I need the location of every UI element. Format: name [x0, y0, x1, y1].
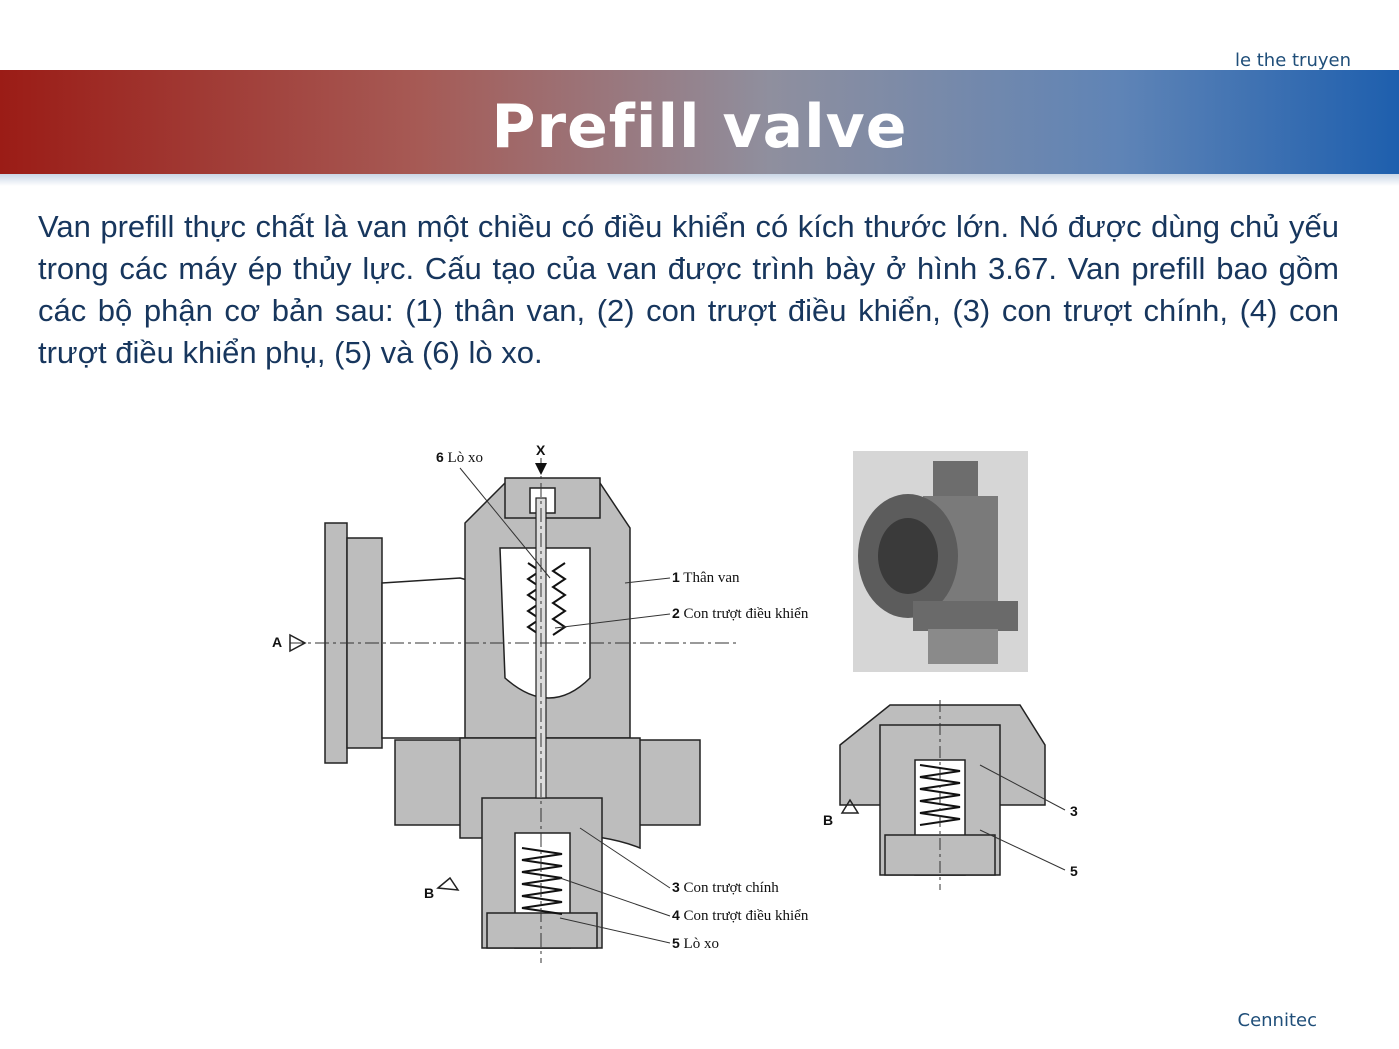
title-banner — [0, 70, 1399, 174]
slide-title: Prefill valve — [491, 92, 908, 162]
port-x-label: X — [536, 442, 546, 458]
label-spring-6: 6 Lò xo — [436, 449, 483, 466]
label-spring-5: 5 Lò xo — [672, 935, 719, 952]
detail-cross-section: B 3 5 — [820, 695, 1090, 895]
banner-shadow — [0, 174, 1399, 186]
valve-cross-section: X A B 6 Lò xo 1 Thân van 2 Con trượt điề… — [260, 438, 840, 968]
body-paragraph: Van prefill thực chất là van một chiều c… — [38, 209, 1339, 370]
detail-num-5: 5 — [1070, 863, 1078, 879]
label-valve-body-1: 1 Thân van — [672, 569, 740, 586]
label-control-spool-2: 2 Con trượt điều khiển — [672, 605, 809, 622]
port-a-label: A — [272, 634, 283, 650]
label-aux-spool-4: 4 Con trượt điều khiển — [672, 907, 809, 924]
port-b-label: B — [424, 885, 435, 901]
detail-num-3: 3 — [1070, 803, 1078, 819]
label-main-spool-3: 3 Con trượt chính — [672, 879, 779, 896]
author-name: le the truyen — [1234, 50, 1351, 71]
footer-brand: Cennitec — [1237, 1010, 1318, 1031]
valve-photo — [853, 451, 1028, 672]
detail-port-b-label: B — [823, 812, 834, 828]
